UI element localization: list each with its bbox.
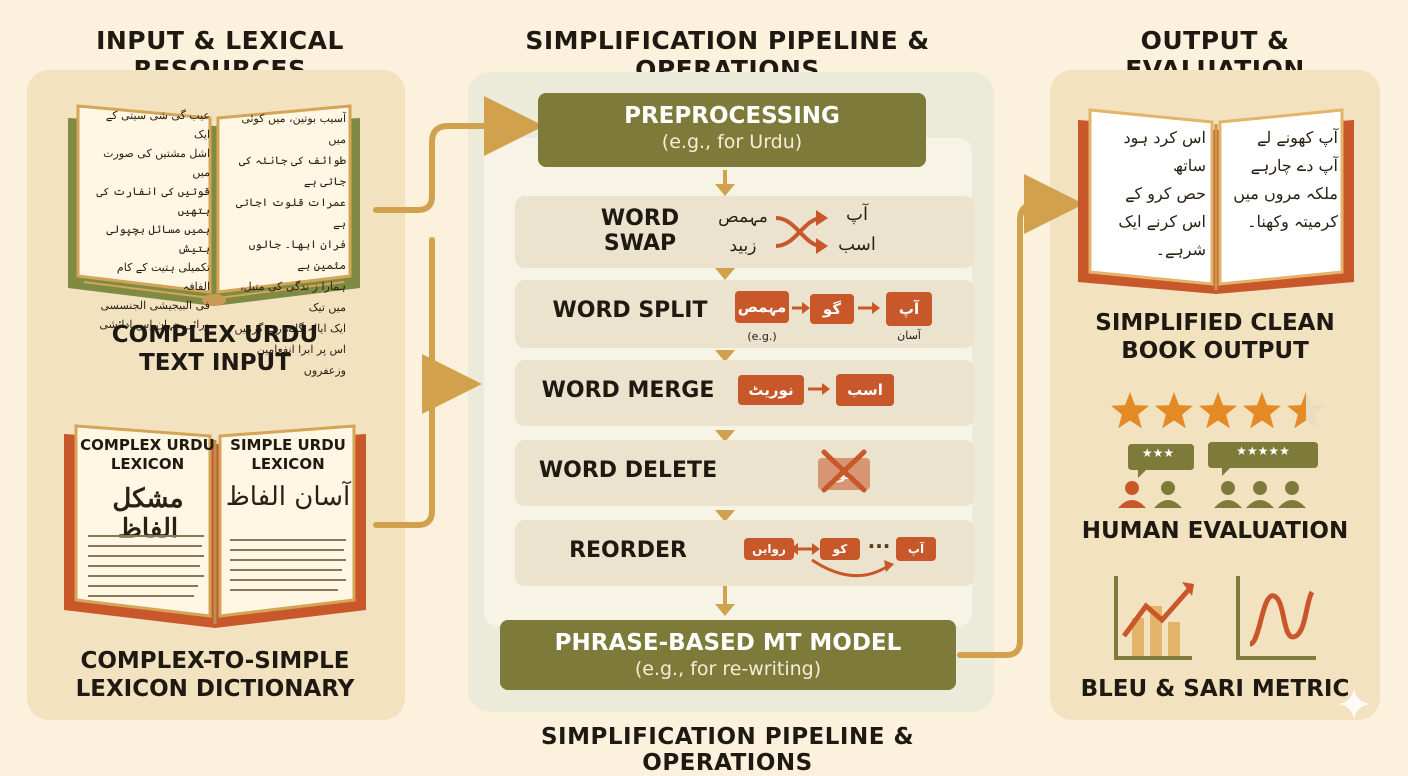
- output-right-page: آپ کھونے لے آپ دے چارہے ملکہ مروں میں کر…: [1226, 124, 1338, 236]
- split-token-2: گو: [810, 294, 854, 324]
- text-line: تکمیلی ہتیت کے کام الفافہ: [116, 261, 210, 293]
- text-line: عمرات قلوت اجاتی ہے: [235, 196, 346, 230]
- simplified-output-label: SIMPLIFIED CLEAN BOOK OUTPUT: [1060, 310, 1370, 365]
- split-token-3: آپ: [886, 292, 932, 326]
- rating-star-filled: [1155, 392, 1193, 429]
- text-line: اس کرنے ایک: [1118, 212, 1206, 231]
- delete-cross-icon: [821, 449, 867, 493]
- label-line: COMPLEX-TO-SIMPLE: [80, 648, 350, 674]
- lexicon-text-lines: [88, 535, 346, 597]
- swap-word-left-top: مہمص: [718, 207, 768, 227]
- label-line: SIMPLIFIED CLEAN: [1095, 310, 1335, 336]
- preprocessing-box: PREPROCESSING (e.g., for Urdu): [538, 93, 926, 167]
- text-line: عیب گی شی سیتی کے ایک: [105, 109, 210, 141]
- heading-input: INPUT & LEXICAL RESOURCES: [96, 26, 344, 84]
- complex-lexicon-word: مشکل الفاظ: [112, 484, 184, 544]
- complex-text-left-page: عیب گی شی سیتی کے ایک اشل مشتیں کی صورت …: [88, 106, 210, 334]
- heading-output: OUTPUT & EVALUATION: [1125, 26, 1304, 84]
- lexicon-dictionary-label: COMPLEX-TO-SIMPLE LEXICON DICTIONARY: [40, 648, 390, 703]
- simple-lexicon-word: آسان الفاظ: [225, 482, 351, 512]
- human-evaluation-icon: [1118, 442, 1318, 508]
- text-line: اس کرد ہود ساتھ: [1123, 128, 1206, 175]
- rating-star-filled: [1287, 392, 1306, 429]
- metric-charts-icon: [1114, 576, 1316, 660]
- text-line: آپ دے چارہے: [1250, 156, 1338, 175]
- merge-token-1: نوریٹ: [738, 375, 804, 405]
- complex-lexicon-title: COMPLEX URDU LEXICON: [80, 436, 215, 474]
- text-line: اس پر ابرا انفعامین وزعفروں: [256, 343, 346, 377]
- complex-text-label: COMPLEX URDU TEXT INPUT: [40, 322, 390, 377]
- label-line: COMPLEX URDU: [80, 436, 215, 454]
- label-line: COMPLEX URDU: [111, 322, 319, 348]
- reorder-token-2: کو: [820, 538, 860, 560]
- reorder-token-3: آپ: [896, 537, 936, 561]
- text-line: شرہے۔: [1155, 240, 1206, 259]
- swap-word-right-top: آپ: [846, 204, 868, 225]
- swap-word-right-bottom: اسب: [838, 234, 876, 255]
- text-line: آسیب بوتین، میں کوئی میں: [241, 112, 346, 146]
- heading-pipeline-bottom: SIMPLIFICATION PIPELINE & OPERATIONS: [540, 724, 915, 776]
- text-line: ملکہ مروں میں: [1233, 184, 1338, 203]
- word-delete-label: WORD DELETE: [538, 458, 718, 483]
- text-line: ہمیں مسائل بچپولی ہتیش: [106, 223, 210, 255]
- text-line: ہمارا ز ندگی کی متبل، میں تیک: [240, 280, 346, 314]
- word-split-label: WORD SPLIT: [552, 298, 708, 323]
- text-line: ورائی جہان اِس ادائشی: [99, 318, 210, 331]
- mt-subtitle: (e.g., for re-writing): [634, 658, 822, 680]
- complex-text-right-page: آسیب بوتین، میں کوئی میں طوائف کی جانئہ …: [222, 108, 346, 381]
- label-line: SWAP: [603, 231, 677, 257]
- label-line: TEXT INPUT: [139, 349, 291, 376]
- text-line: آپ کھونے لے: [1256, 128, 1338, 147]
- lexicon-book-icon: [64, 424, 366, 628]
- word-merge-label: WORD MERGE: [541, 378, 715, 403]
- split-token-1: مہمص: [735, 291, 789, 323]
- output-left-page: اس کرد ہود ساتھ حص کرو کے اس کرنے ایک شر…: [1094, 124, 1206, 264]
- label-line: SIMPLE URDU: [230, 436, 346, 454]
- step-down-arrows: [715, 170, 735, 616]
- text-line: اشل مشتیں کی صورت میں: [103, 147, 210, 179]
- swap-word-left-bottom: زبید: [729, 236, 757, 256]
- word-swap-label: WORD SWAP: [560, 206, 720, 257]
- text-line: ایک ایالہ گاے، رتے گرمیں: [234, 322, 346, 335]
- split-under-word: آسان: [897, 329, 921, 342]
- label-line: BOOK OUTPUT: [1121, 337, 1309, 364]
- bubble-left-stars: ★★★: [1141, 446, 1175, 460]
- merge-token-2: اسب: [836, 374, 894, 406]
- phrase-based-mt-box: PHRASE-BASED MT MODEL (e.g., for re-writ…: [500, 620, 956, 690]
- preprocessing-title: PREPROCESSING: [624, 103, 840, 129]
- operation-arrows: [790, 302, 894, 578]
- simplified-book-icon: [1078, 108, 1354, 294]
- text-line: فی البیجیشی الجنسسی: [100, 299, 211, 312]
- mt-title: PHRASE-BASED MT MODEL: [554, 630, 902, 656]
- step-word-delete: [515, 440, 975, 506]
- rating-star-filled: [1199, 392, 1237, 429]
- human-evaluation-label: HUMAN EVALUATION: [1081, 518, 1349, 544]
- simple-lexicon-title: SIMPLE URDU LEXICON: [222, 436, 354, 474]
- rating-star-filled: [1111, 392, 1149, 429]
- text-line: قوتیں کی انفارت کی ہتھیں: [96, 185, 210, 217]
- rating-stars: [1111, 392, 1325, 429]
- label-line: LEXICON: [251, 455, 325, 473]
- reorder-label: REORDER: [569, 538, 687, 563]
- split-example-note: (e.g.): [747, 330, 777, 343]
- text-line: فران ابھا۔ جالوں مثمین ہے: [248, 238, 346, 272]
- label-line: LEXICON DICTIONARY: [75, 675, 355, 702]
- complex-text-book-icon: [68, 104, 360, 306]
- text-line: طوائف کی جانئہ کی جاتی ہے: [238, 154, 346, 188]
- swap-cross-arrows-icon: [775, 210, 828, 254]
- step-word-swap: [515, 196, 975, 268]
- metric-label: BLEU & SARI METRIC: [1080, 676, 1350, 702]
- text-line: حص کرو کے: [1125, 184, 1206, 203]
- bubble-right-stars: ★★★★★: [1236, 444, 1290, 458]
- reorder-token-1: روایں: [744, 538, 794, 560]
- label-line: WORD: [600, 206, 680, 231]
- reorder-dots: ···: [867, 534, 891, 558]
- text-line: کرمیتہ وکھنا۔: [1247, 212, 1338, 231]
- rating-star-filled: [1243, 392, 1281, 429]
- sparkle-icon: [1338, 688, 1370, 720]
- label-line: LEXICON: [110, 455, 185, 473]
- preprocessing-subtitle: (e.g., for Urdu): [661, 131, 803, 153]
